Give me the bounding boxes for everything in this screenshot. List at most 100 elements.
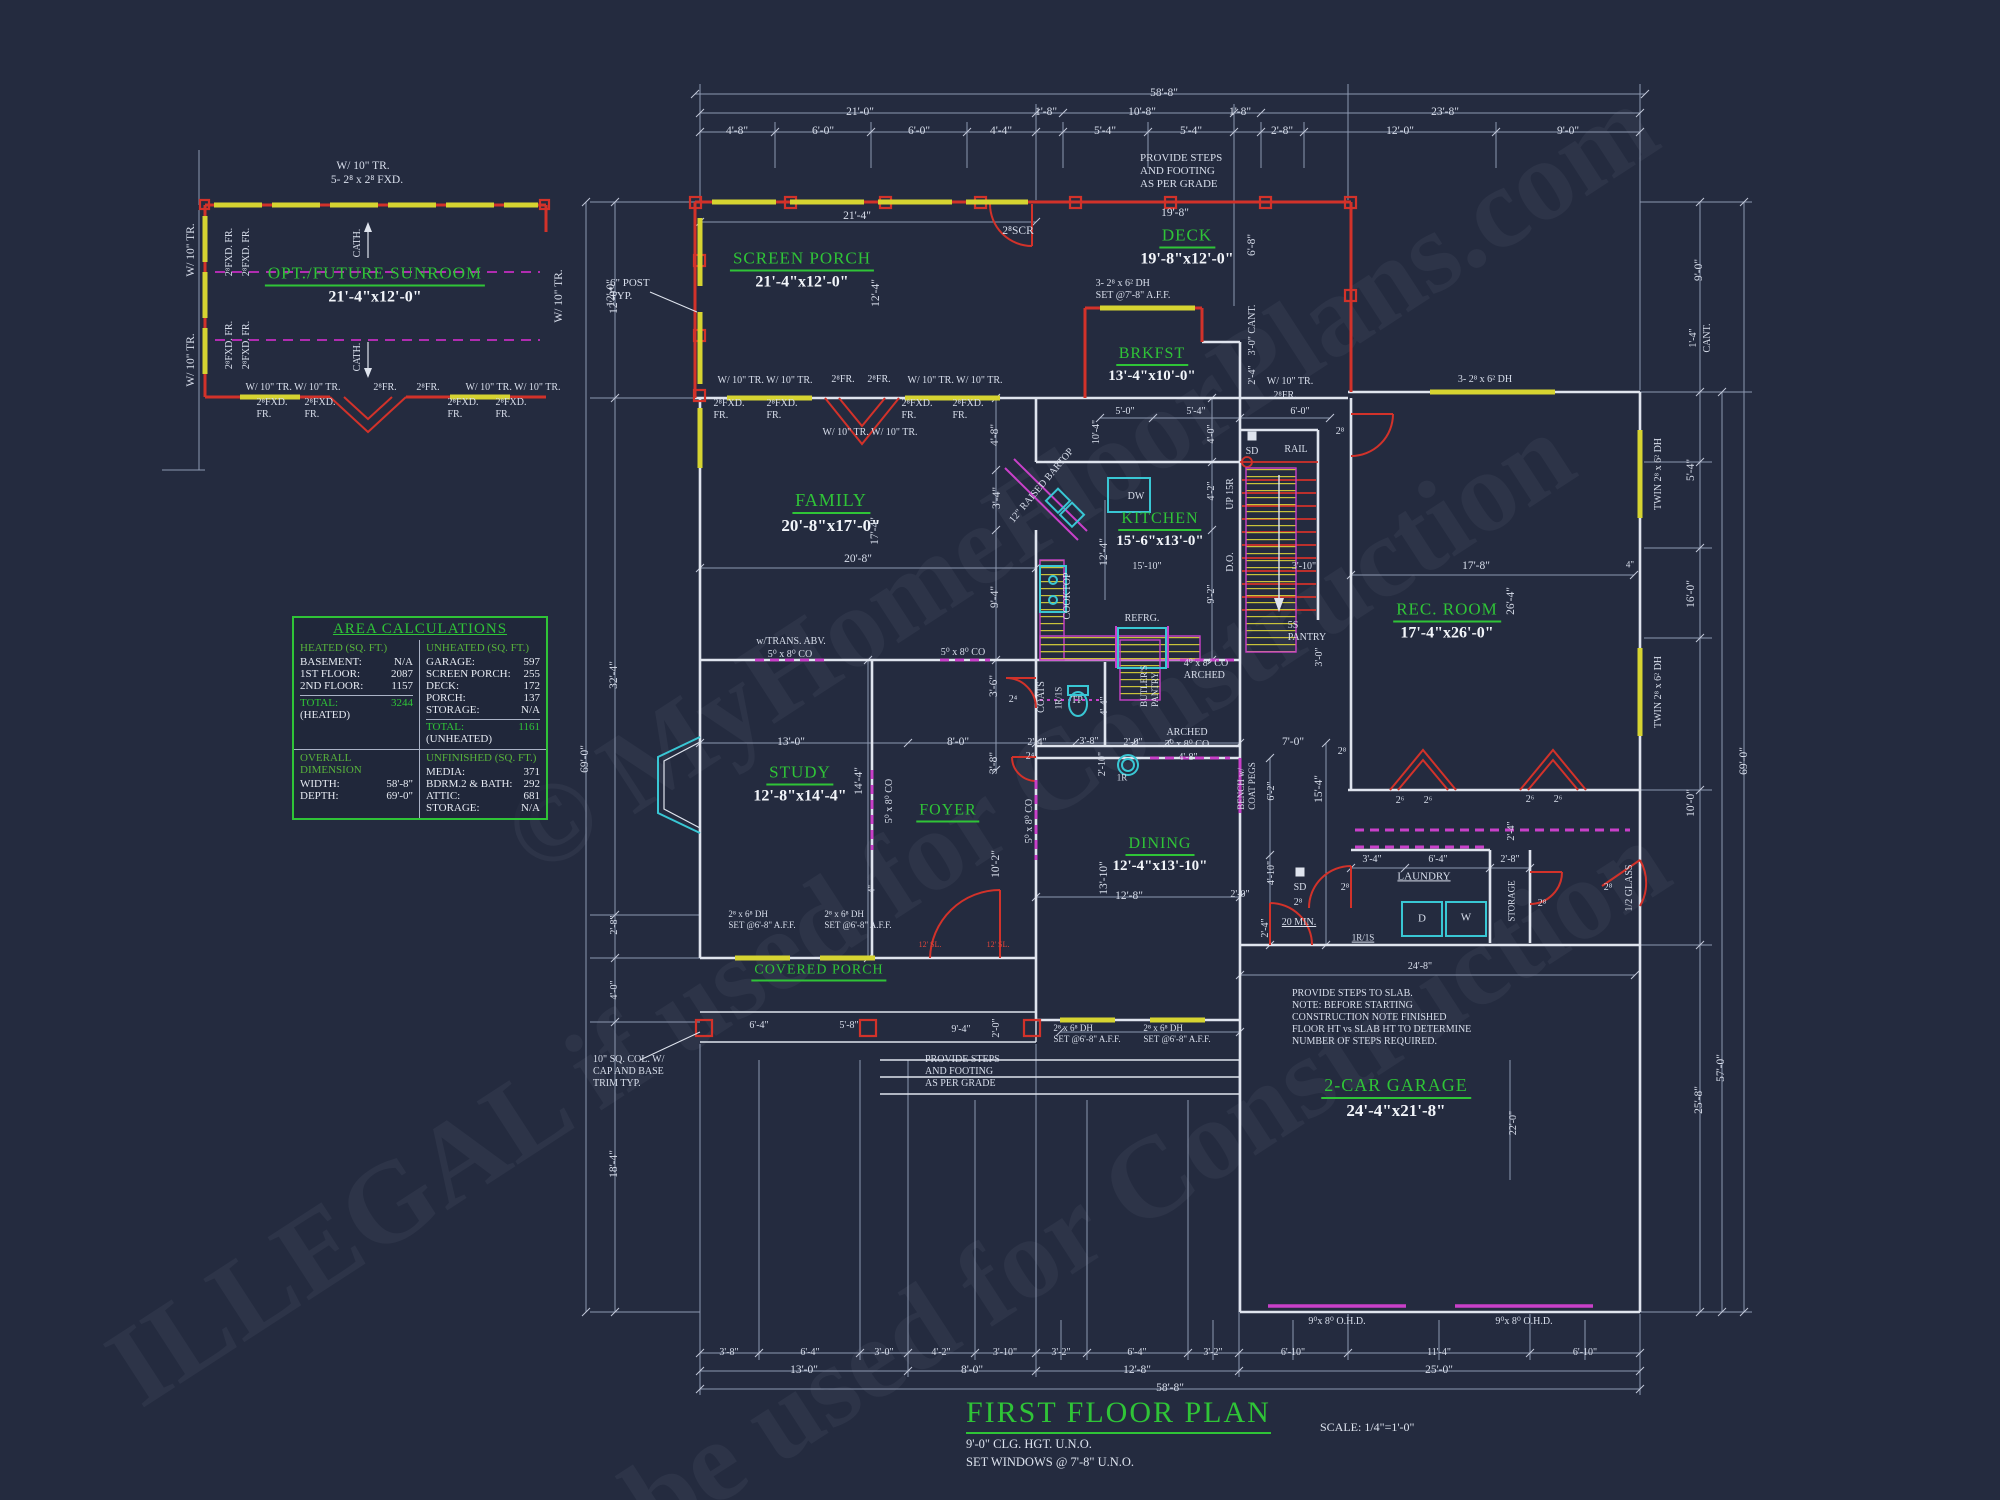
annotation: W/ 10" TR. — [1266, 376, 1314, 387]
room-dimensions: 19'-8"x12'-0" — [1140, 250, 1234, 268]
annotation: 2⁸ — [1537, 898, 1547, 909]
area-row: BDRM.2 & BATH:292 — [426, 778, 540, 790]
annotation: 2'-4" — [1506, 821, 1517, 841]
annotation: 2⁸FXD. FR. — [766, 398, 798, 421]
annotation: 9'-0" — [1693, 258, 1706, 282]
annotation: 14'-4" — [853, 767, 866, 795]
annotation: 1/2 GLASS — [1624, 864, 1635, 912]
area-section-header: HEATED (SQ. FT.) — [300, 642, 388, 654]
room-dimensions: 15'-6"x13'-0" — [1116, 533, 1204, 549]
annotation: 2⁶ — [1553, 794, 1563, 805]
annotation: BUTLER'S PANTRY — [1139, 665, 1160, 707]
annotation: 5⁰ x 8⁰ CO — [884, 778, 895, 824]
area-row: 1ST FLOOR:2087 — [300, 668, 413, 680]
cased-openings — [215, 271, 1630, 1308]
annotation: W/ 10" TR. W/ 10" TR. — [245, 382, 341, 393]
annotation: PROVIDE STEPS TO SLAB. NOTE: BEFORE STAR… — [1292, 988, 1472, 1047]
annotation: 2⁴ — [1025, 751, 1035, 762]
annotation: 2⁸FR. — [831, 374, 855, 385]
room-name: REC. ROOM — [1393, 600, 1501, 623]
annotation: 20 MIN. — [1281, 917, 1317, 928]
annotation: 58'-8" — [1150, 87, 1178, 100]
ceiling-note: 9'-0" CLG. HGT. U.N.O. — [966, 1437, 1092, 1451]
annotation: 6'-2" — [1266, 781, 1277, 801]
annotation: 3'-2" — [1051, 1347, 1071, 1358]
annotation: 2⁸FXD. FR. — [713, 398, 745, 421]
annotation: 2'-10" — [1097, 751, 1108, 777]
walls — [695, 340, 1642, 1314]
annotation: 2⁸FXD. FR. — [224, 320, 235, 370]
area-section-header: UNHEATED (SQ. FT.) — [426, 642, 530, 654]
annotation: 5'-4" — [1685, 458, 1698, 482]
annotation: COOKTOP — [1062, 572, 1073, 620]
annotation: REFRG. — [1124, 613, 1160, 624]
annotation: COATS — [1036, 681, 1047, 713]
annotation: W/ 10" TR. — [336, 160, 390, 173]
annotation: W/ 10" TR. — [553, 269, 566, 323]
area-row: SCREEN PORCH:255 — [426, 668, 540, 680]
bow-window-icon — [657, 736, 701, 834]
annotation: W/ 10" TR. W/ 10" TR. — [907, 375, 1003, 386]
annotation: SD — [1245, 446, 1259, 457]
annotation: 5⁰ x 8⁰ CO — [767, 649, 813, 660]
annotation: 22'-0" — [1508, 1110, 1519, 1136]
annotation: 1R/1S — [1053, 686, 1064, 710]
washer-icon — [1445, 901, 1487, 937]
annotation: 12'-0" — [1386, 125, 1414, 138]
annotation: CATH. — [352, 228, 363, 258]
annotation: 6'-10" — [1572, 1347, 1598, 1358]
annotation: 2⁸FXD. FR. — [495, 397, 527, 420]
room-dimensions: 21'-4"x12'-0" — [328, 288, 422, 306]
annotation: 13'-0" — [777, 736, 805, 749]
annotation: 9'-0" — [1556, 125, 1580, 138]
room-name: STUDY — [766, 763, 834, 786]
annotation: 5'-4" — [1179, 125, 1203, 138]
annotation: TWIN 2⁸ x 6² DH — [1653, 655, 1664, 729]
annotation: 2⁸ x 6⁸ DH SET @6'-8" A.F.F. — [728, 909, 796, 930]
annotation: 3'-8" — [719, 1347, 739, 1358]
annotation: 3'-6" — [988, 674, 1001, 698]
annotation: 2⁶ — [1525, 794, 1535, 805]
annotation: 3⁰ x 8⁰ CO — [1164, 739, 1210, 750]
room-name: KITCHEN — [1118, 510, 1202, 531]
annotation: 4'-2" — [931, 1347, 951, 1358]
annotation: PROVIDE STEPS AND FOOTING AS PER GRADE — [1140, 152, 1223, 191]
annotation: w/TRANS. ABV. — [756, 636, 826, 647]
annotation: 5- 2⁸ x 2⁸ FXD. — [330, 174, 404, 187]
room-name: 2-CAR GARAGE — [1321, 1075, 1471, 1099]
annotation: 21'-4" — [843, 210, 871, 223]
annotation: 3'-0" — [874, 1347, 894, 1358]
area-row: GARAGE:597 — [426, 656, 540, 668]
annotation: 5⁰ x 8⁰ CO — [1024, 798, 1035, 844]
annotation: 2⁸ — [1340, 882, 1350, 893]
room-label-covered-porch: COVERED PORCH — [751, 961, 887, 982]
annotation: 9'-4" — [989, 585, 1002, 609]
room-name: OPT./FUTURE SUNROOM — [264, 264, 486, 287]
annotation: 6'-10" — [1280, 1347, 1306, 1358]
annotation: 3'-2" — [1203, 1347, 1223, 1358]
annotation: 4'-8" — [1178, 752, 1198, 763]
annotation: 2⁸ — [1603, 882, 1613, 893]
annotation: 69'-0" — [1738, 747, 1751, 775]
dishwasher-icon — [1107, 477, 1151, 513]
annotation: 2⁸FXD. FR. — [224, 227, 235, 277]
annotation: 3'-4" — [991, 486, 1004, 510]
annotation: 15'-10" — [1132, 561, 1162, 572]
room-label-foyer: FOYER — [916, 802, 980, 823]
annotation: 9'-4" — [951, 1024, 971, 1035]
annotation: 10" SQ. COL. W/ CAP AND BASE TRIM TYP. — [593, 1054, 665, 1089]
annotation: W/ 10" TR. — [185, 333, 198, 387]
annotation: 2⁸FXD. FR. — [901, 398, 933, 421]
annotation: 2⁶ — [1395, 795, 1405, 806]
annotation: 2⁶ — [1423, 795, 1433, 806]
annotation: 2⁸FR. — [867, 374, 891, 385]
annotation: 2'-8" — [1500, 854, 1520, 865]
annotation: 10'-2" — [990, 850, 1003, 878]
room-dimensions: 12'-4"x13'-10" — [1112, 858, 1208, 874]
area-row: BASEMENT:N/A — [300, 656, 413, 668]
